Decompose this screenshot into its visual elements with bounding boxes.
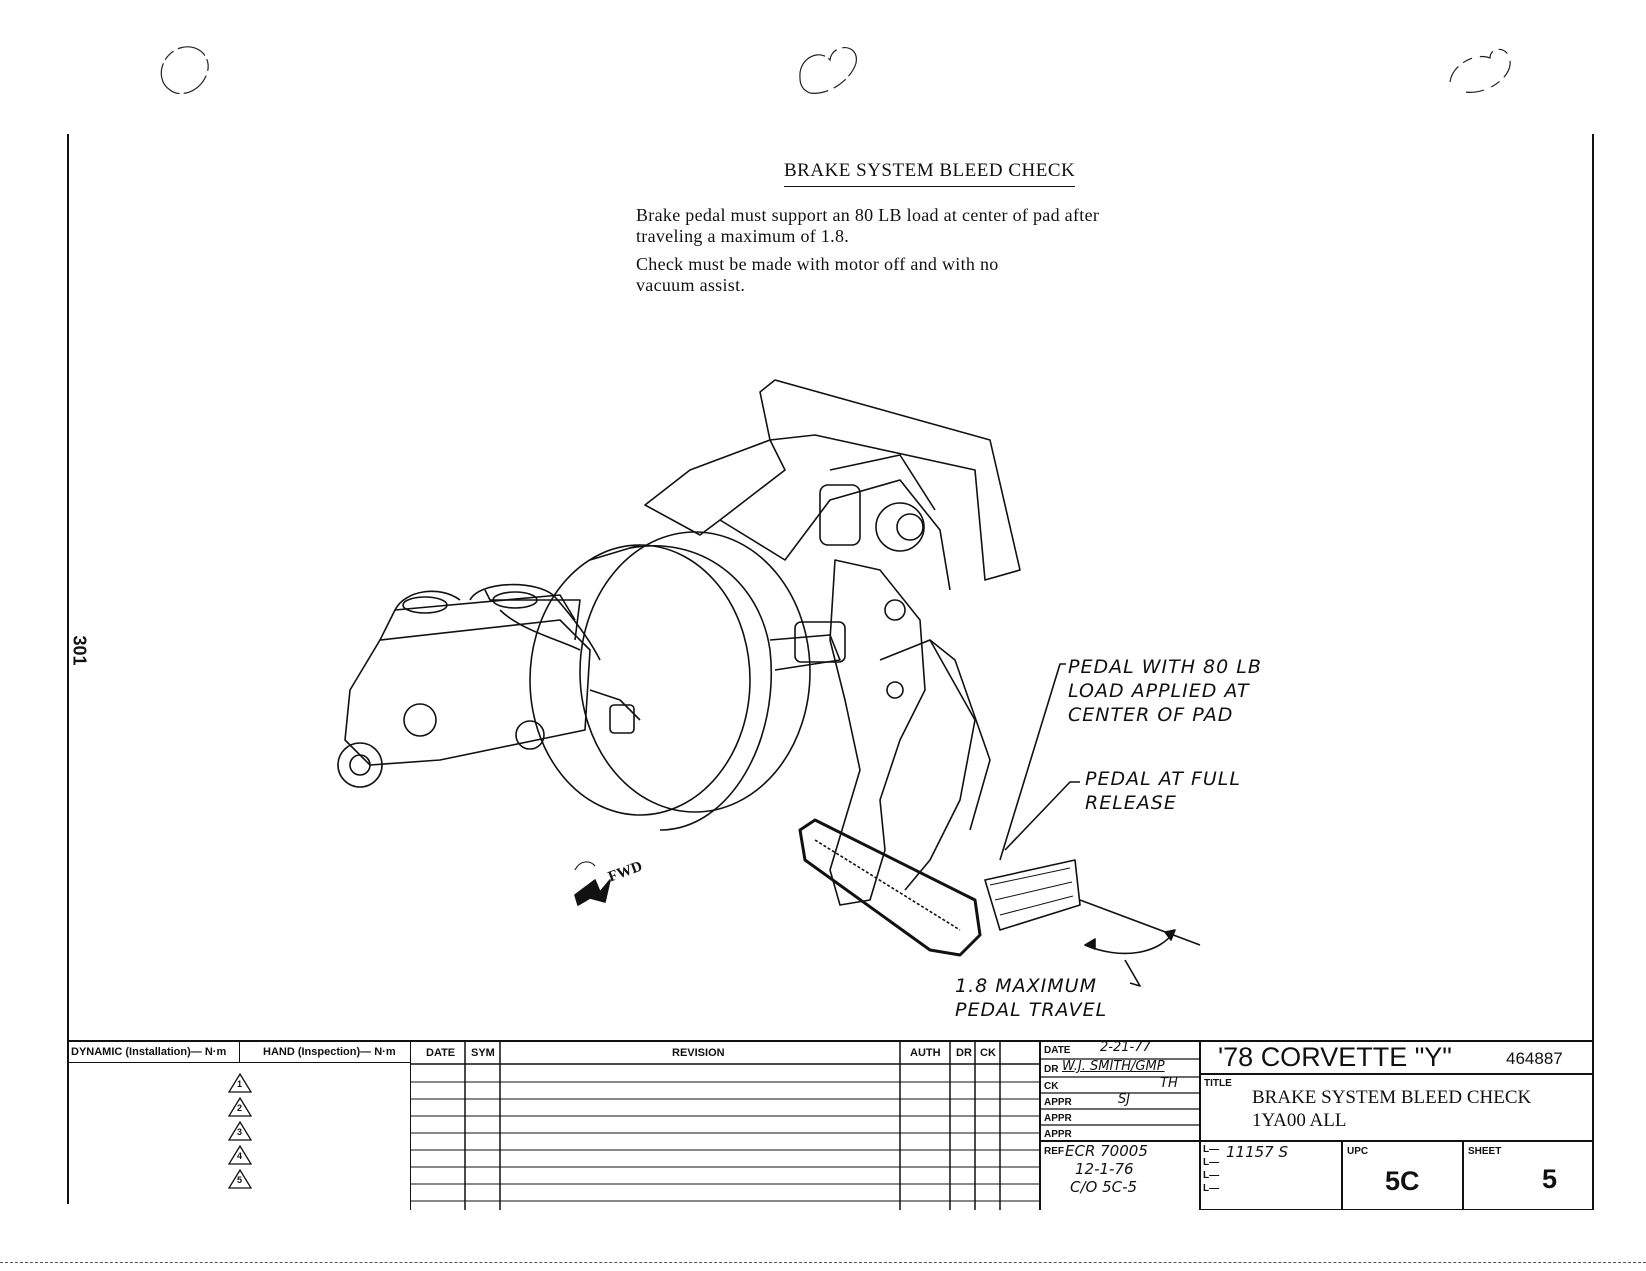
- paragraph-2-line-1: Check must be made with motor off and wi…: [636, 254, 999, 274]
- upc-label: UPC: [1347, 1146, 1369, 1157]
- callout-loaded-line-1: PEDAL WITH 80 LB: [1068, 656, 1262, 678]
- paragraph-2: Check must be made with motor off and wi…: [636, 254, 999, 296]
- torque-divider: [239, 1042, 240, 1062]
- appr-label: APPR: [1044, 1097, 1072, 1108]
- callout-released-line-1: PEDAL AT FULL: [1085, 768, 1241, 790]
- rev-header-ck: CK: [980, 1047, 996, 1059]
- appr-value: SJ: [1118, 1092, 1131, 1107]
- part-number: 464887: [1506, 1049, 1563, 1068]
- callout-travel-line-2: PEDAL TRAVEL: [955, 999, 1108, 1021]
- paragraph-2-line-2: vacuum assist.: [636, 275, 746, 295]
- sheet-label: SHEET: [1468, 1146, 1502, 1157]
- dr-label: DR: [1044, 1064, 1059, 1075]
- rev-header-date: DATE: [426, 1047, 456, 1059]
- callout-travel-line-1: 1.8 MAXIMUM: [955, 975, 1097, 997]
- upc-value: 5C: [1385, 1166, 1420, 1196]
- title-block: DYNAMIC (Installation)— N·m HAND (Inspec…: [67, 1040, 1594, 1210]
- ref-line-1: ECR 70005: [1065, 1142, 1148, 1160]
- triangle-list: 1 2 3 4 5: [225, 1072, 255, 1202]
- date-label: DATE: [1044, 1045, 1071, 1056]
- title-label: TITLE: [1204, 1078, 1232, 1089]
- callout-pedal-travel: 1.8 MAXIMUM PEDAL TRAVEL: [955, 974, 1107, 1022]
- trim-line: [0, 1262, 1646, 1263]
- rev-header-auth: AUTH: [910, 1047, 941, 1059]
- callout-loaded-line-3: CENTER OF PAD: [1068, 704, 1234, 726]
- ck-label: CK: [1044, 1081, 1059, 1092]
- appr2-label: APPR: [1044, 1113, 1072, 1124]
- model-name: '78 CORVETTE "Y": [1218, 1042, 1452, 1072]
- dynamic-torque-label: DYNAMIC (Installation)— N·m: [71, 1046, 227, 1058]
- l-value: 11157 S: [1226, 1143, 1289, 1161]
- punch-hole-left: [160, 46, 209, 95]
- triangle-2: 2: [237, 1103, 243, 1113]
- torque-header-rule: [67, 1062, 410, 1063]
- ref-line-3: C/O 5C-5: [1070, 1178, 1138, 1196]
- frame-left-border: [67, 134, 69, 1204]
- approval-column: DATE 2-21-77 DR W.J. SMITH/GMP CK TH APP…: [1040, 1040, 1201, 1210]
- triangle-3: 3: [237, 1127, 243, 1137]
- rev-header-dr: DR: [956, 1047, 972, 1059]
- triangle-4: 4: [237, 1151, 243, 1161]
- hand-torque-label: HAND (Inspection)— N·m: [263, 1046, 396, 1058]
- paragraph-1-line-2: traveling a maximum of 1.8.: [636, 226, 850, 246]
- punch-hole-right: [1449, 48, 1511, 93]
- punch-hole-center: [799, 47, 857, 94]
- ref-label: REF: [1044, 1146, 1064, 1157]
- callout-loaded-pedal: PEDAL WITH 80 LB LOAD APPLIED AT CENTER …: [1068, 655, 1262, 727]
- frame-right-border: [1592, 134, 1594, 1210]
- ck-value: TH: [1160, 1076, 1178, 1091]
- paragraph-1-line-1: Brake pedal must support an 80 LB load a…: [636, 205, 1100, 225]
- triangle-1: 1: [237, 1079, 243, 1089]
- drawing-info-block: '78 CORVETTE "Y" 464887 TITLE BRAKE SYST…: [1200, 1040, 1594, 1210]
- page-title: BRAKE SYSTEM BLEED CHECK: [784, 160, 1076, 187]
- date-value: 2-21-77: [1100, 1040, 1151, 1055]
- revision-table: DATE SYM REVISION AUTH DR CK: [410, 1040, 1041, 1210]
- title-block-top-rule: [67, 1040, 1594, 1042]
- dr-value: W.J. SMITH/GMP: [1062, 1059, 1165, 1074]
- callout-released-pedal: PEDAL AT FULL RELEASE: [1085, 767, 1241, 815]
- drawing-title-line-2: 1YA00 ALL: [1252, 1110, 1347, 1131]
- l-markers: L—L—L—L—: [1203, 1144, 1220, 1194]
- paragraph-1: Brake pedal must support an 80 LB load a…: [636, 205, 1099, 247]
- appr3-label: APPR: [1044, 1129, 1072, 1140]
- ref-line-2: 12-1-76: [1075, 1160, 1134, 1178]
- triangle-5: 5: [237, 1175, 243, 1185]
- drawing-title-line-1: BRAKE SYSTEM BLEED CHECK: [1252, 1087, 1532, 1108]
- callout-released-line-2: RELEASE: [1085, 792, 1177, 814]
- rev-header-revision: REVISION: [672, 1047, 725, 1059]
- sheet-value: 5: [1542, 1164, 1558, 1194]
- brake-assembly-illustration: [337, 379, 1201, 987]
- rev-header-sym: SYM: [471, 1047, 495, 1059]
- callout-loaded-line-2: LOAD APPLIED AT: [1068, 680, 1250, 702]
